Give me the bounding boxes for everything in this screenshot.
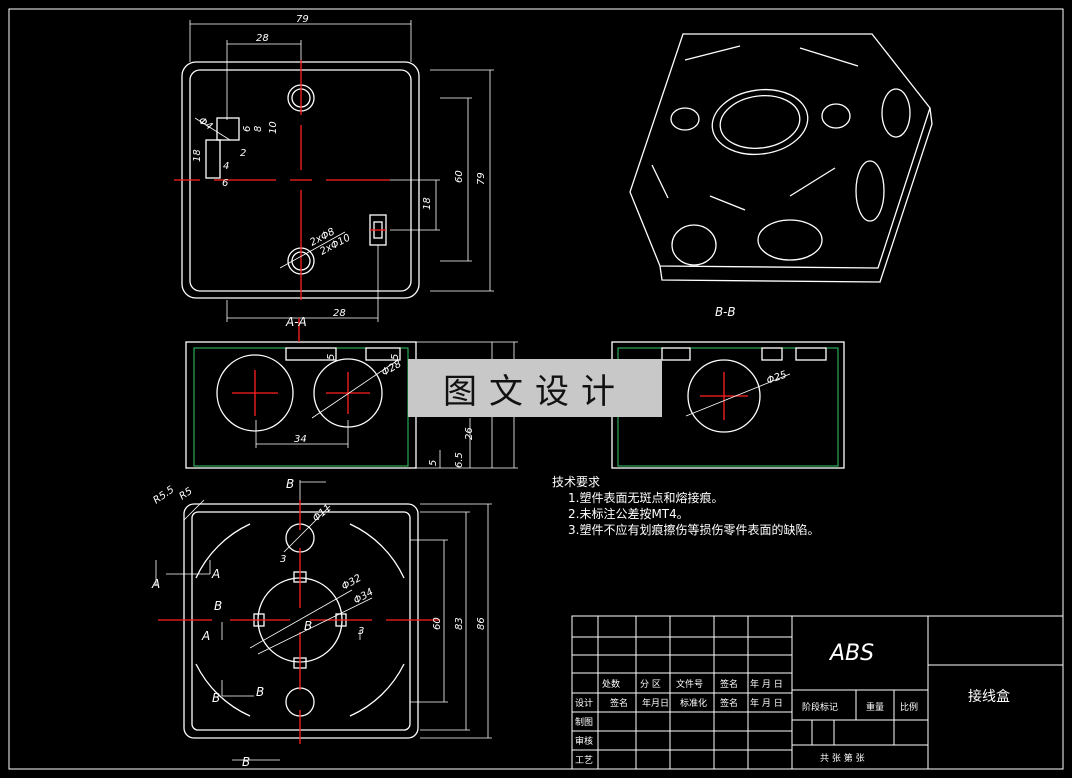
- dim-top-28b: 28: [333, 308, 346, 319]
- mark-a-inner: A: [211, 567, 220, 581]
- mark-a-left: A: [151, 577, 160, 591]
- tb-standard: 标准化: [680, 697, 707, 709]
- tb-review: 审核: [575, 735, 593, 747]
- dim-bot-83: 83: [454, 617, 465, 630]
- tb-weight: 重量: [866, 701, 884, 713]
- dim-sec-5c: 5: [428, 460, 439, 466]
- mark-a-lower: A: [201, 629, 210, 643]
- mark-b-bottom: B: [242, 755, 250, 769]
- dim-sec-26: 26: [464, 427, 475, 440]
- tb-header-date: 年 月 日: [750, 678, 783, 690]
- note-line-1: 1.塑件表面无斑点和熔接痕。: [568, 490, 723, 505]
- dim-top-60: 60: [454, 170, 465, 183]
- dim-top-2: 2: [240, 148, 246, 159]
- dim-top-width: 79: [296, 14, 309, 25]
- tb-standard-date: 年 月 日: [750, 697, 783, 709]
- dim-sec-6-5: 6.5: [454, 452, 465, 468]
- dim-bot-86: 86: [476, 617, 487, 630]
- tb-design: 设计: [575, 697, 593, 709]
- dim-top-6b: 6: [222, 178, 228, 189]
- notes-title: 技术要求: [552, 475, 600, 489]
- dim-bot-phi32: Φ32: [340, 573, 363, 593]
- tb-design-sign: 签名: [610, 697, 628, 709]
- dim-bot-phi11: Φ11: [311, 503, 334, 525]
- tb-scale: 比例: [900, 701, 918, 713]
- note-line-3: 3.塑件不应有划痕擦伤等损伤零件表面的缺陷。: [568, 522, 819, 537]
- tb-drafting: 制图: [575, 716, 593, 728]
- dim-top-18b: 18: [192, 149, 203, 162]
- note-line-2: 2.未标注公差按MT4。: [568, 506, 689, 521]
- title-block: [571, 615, 1064, 770]
- dim-bot-r5-5: R5.5: [151, 484, 176, 506]
- section-a-a: [185, 341, 417, 469]
- dim-bot-3: 3: [280, 554, 286, 565]
- tb-standard-sign: 签名: [720, 697, 738, 709]
- tb-stage: 阶段标记: [802, 701, 838, 713]
- tb-header-sign: 签名: [720, 678, 738, 690]
- dim-top-79: 79: [476, 172, 487, 185]
- tb-header-count: 处数: [602, 678, 620, 690]
- tb-process: 工艺: [575, 755, 593, 766]
- material-field: ABS: [828, 641, 874, 666]
- dim-top-6: 6: [242, 126, 253, 132]
- tb-sheets: 共 张 第 张: [820, 752, 865, 764]
- dim-right-phi25: Φ25: [765, 369, 788, 386]
- dim-sec-5: 5: [326, 354, 337, 360]
- label-b-b: B-B: [715, 305, 736, 319]
- mark-b-inner: B: [214, 599, 222, 613]
- tb-header-docno: 文件号: [676, 678, 703, 690]
- dim-top-4: 4: [223, 161, 229, 172]
- part-name-field: 接线盒: [968, 688, 1010, 705]
- dim-bot-phi34: Φ34: [352, 587, 375, 607]
- dim-top-10: 10: [268, 121, 279, 134]
- label-a-a: A-A: [285, 315, 307, 329]
- watermark: 图文设计: [408, 359, 662, 417]
- tb-header-zone: 分 区: [640, 679, 661, 690]
- mark-b-center: B: [304, 619, 312, 633]
- dim-bot-r5: R5: [177, 486, 194, 503]
- dim-sec-5b: 5: [390, 354, 401, 360]
- mark-b-lower-left: B: [212, 691, 220, 705]
- mark-b-top: B: [286, 477, 294, 491]
- dim-sec-34: 34: [294, 434, 307, 445]
- dim-bot-3b: 3: [358, 626, 364, 637]
- sheet-border: [8, 8, 1064, 770]
- dim-top-8: 8: [253, 126, 264, 132]
- mark-b-lower-right: B: [256, 685, 264, 699]
- technical-notes: 技术要求 1.塑件表面无斑点和熔接痕。 2.未标注公差按MT4。 3.塑件不应有…: [552, 475, 819, 537]
- dim-top-phi4: Φ4: [196, 115, 214, 132]
- dim-top-28: 28: [256, 33, 269, 44]
- iso-view: [629, 33, 933, 283]
- dim-top-18: 18: [422, 197, 433, 210]
- tb-design-date: 年月日: [642, 697, 669, 709]
- dim-bot-60: 60: [432, 617, 443, 630]
- dim-sec-phi28: Φ28: [380, 359, 403, 379]
